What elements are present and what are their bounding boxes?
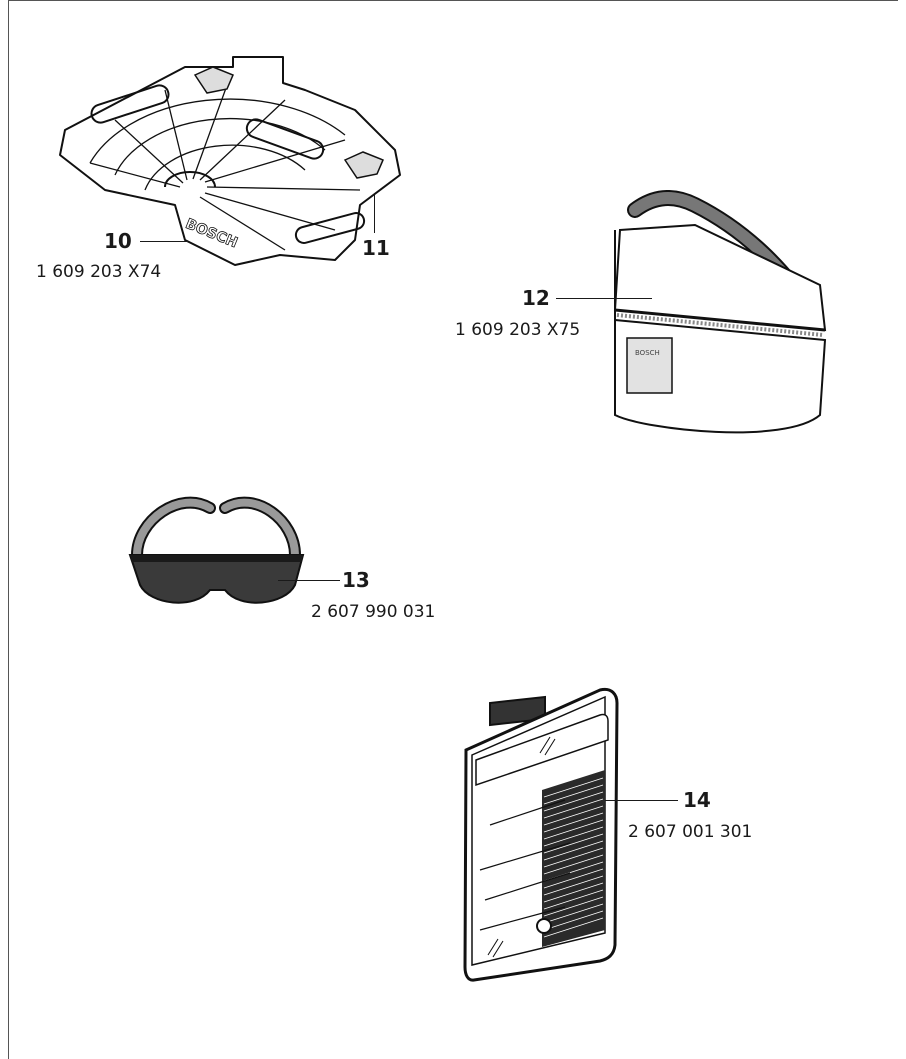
- pouch-brand-label: BOSCH: [635, 349, 660, 357]
- part-number-12: 1 609 203 X75: [455, 320, 581, 340]
- leader-line-11: [374, 195, 375, 233]
- ref-number-10: 10: [104, 229, 132, 253]
- ref-number-12: 12: [522, 286, 550, 310]
- leader-line-13: [278, 580, 340, 581]
- part-number-10: 1 609 203 X74: [36, 262, 162, 282]
- part-number-14: 2 607 001 301: [628, 822, 753, 842]
- laser-target-card-illustration: [463, 687, 619, 982]
- ref-number-13: 13: [342, 568, 370, 592]
- part-number-13: 2 607 990 031: [311, 602, 436, 622]
- leader-line-10: [140, 241, 188, 242]
- ref-number-14: 14: [683, 788, 711, 812]
- laser-viewing-glasses-illustration: [128, 496, 305, 604]
- page-frame: [8, 0, 898, 1059]
- leader-line-12: [556, 298, 652, 299]
- leader-line-14: [605, 800, 678, 801]
- laser-target-plate-illustration: BOSCH: [59, 56, 401, 266]
- ref-number-11: 11: [362, 236, 390, 260]
- protective-pouch-illustration: BOSCH: [613, 190, 827, 434]
